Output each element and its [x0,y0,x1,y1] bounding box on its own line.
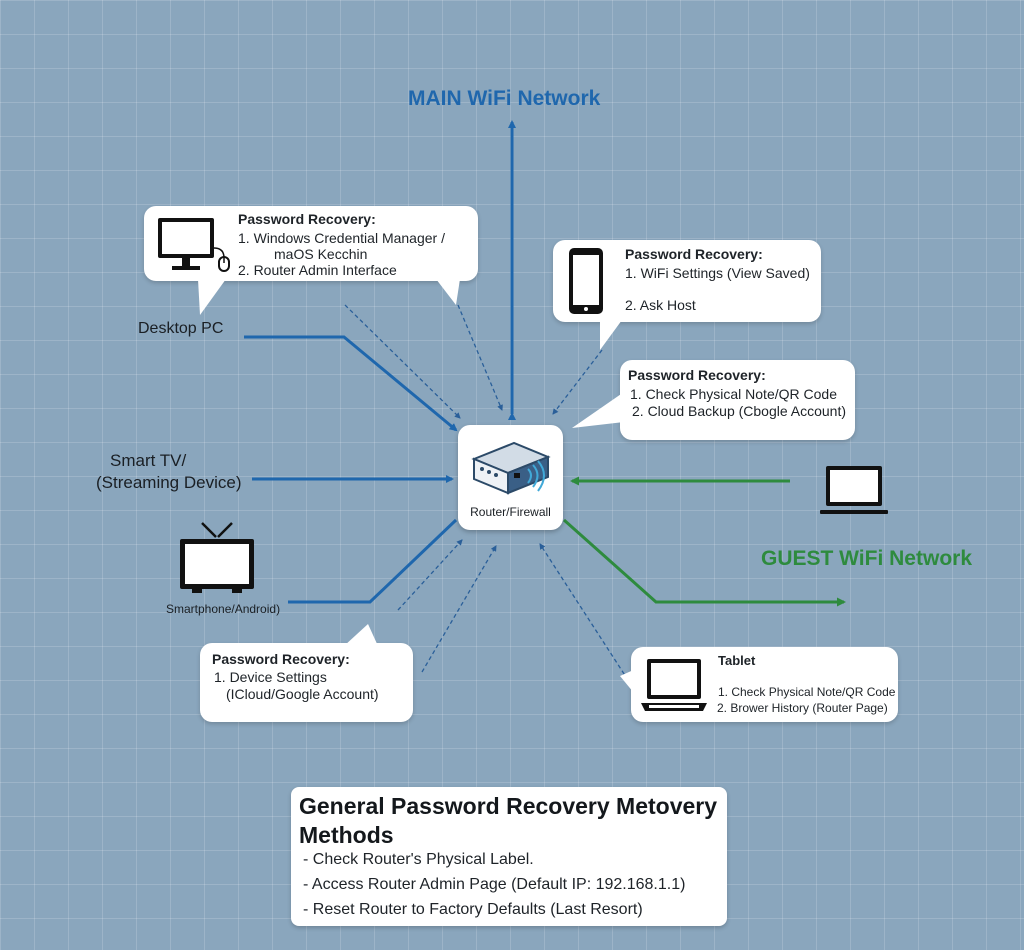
device-recovery-item-2: (ICloud/Google Account) [226,686,379,702]
general-method-3: - Reset Router to Factory Defaults (Last… [303,901,643,918]
cloud-recovery-item-2: 2. Cloud Backup (Cbogle Account) [632,403,847,419]
tablet-bubble-tail [620,668,638,698]
router-box: Router/Firewall [458,425,563,530]
phone-bubble-tail [600,320,622,350]
main-network-title: MAIN WiFi Network [408,87,601,110]
tablet-recovery-item-2: 2. Brower History (Router Page) [717,701,888,715]
smart-tv-label-line1: Smart TV/ [110,451,187,470]
general-method-2: - Access Router Admin Page (Default IP: … [303,876,686,893]
desktop-pc-label: Desktop PC [138,320,224,337]
general-methods-box: General Password Recovery Metovery Metho… [291,787,727,926]
device-recovery-title: Password Recovery: [212,651,350,667]
tablet-laptop-icon [641,659,707,711]
tablet-recovery-title: Tablet [718,653,756,668]
cloud-bubble-tail [572,392,624,428]
device-bubble-tail [344,624,378,646]
television-icon [180,522,254,593]
device-recovery-item-1: 1. Device Settings [214,669,327,685]
tablet-recovery-item-1: 1. Check Physical Note/QR Code [718,685,896,699]
dashed-tablet [539,543,629,681]
smartphone-icon [569,248,603,314]
guest-network-title: GUEST WiFi Network [761,547,972,570]
tablet-recovery-bubble: Tablet 1. Check Physical Note/QR Code 2.… [631,647,898,722]
dashed-device-2 [421,545,497,673]
tv-link [288,518,458,604]
dashed-desktop-1 [344,304,461,419]
desktop-recovery-bubble: Password Recovery: 1. Windows Credential… [144,206,478,281]
desktop-recovery-item-1: 1. Windows Credential Manager / [238,230,445,246]
desktop-recovery-title: Password Recovery: [238,211,376,227]
desktop-recovery-item-2: maOS Kecchin [274,246,368,262]
general-method-1: - Check Router's Physical Label. [303,851,534,868]
dashed-desktop-2 [457,304,503,411]
desktop-bubble-tail [198,279,226,315]
phone-recovery-item-2: 2. Ask Host [625,297,696,313]
phone-recovery-title: Password Recovery: [625,246,763,262]
general-methods-title: General Password Recovery Metovery Metho… [299,793,718,848]
laptop-icon [820,466,888,514]
device-recovery-bubble: Password Recovery: 1. Device Settings (I… [200,643,413,722]
router-label: Router/Firewall [470,505,551,519]
router-icon [471,441,551,495]
cloud-recovery-title: Password Recovery: [628,367,766,383]
desktop-bubble-tail-right [436,279,460,305]
desktop-recovery-item-3: 2. Router Admin Interface [238,262,397,278]
desktop-monitor-icon [158,218,230,272]
dashed-device-1 [397,539,463,611]
smartphone-android-label: Smartphone/Android) [166,602,281,616]
phone-recovery-item-1: 1. WiFi Settings (View Saved) [625,265,810,281]
smart-tv-label-line2: (Streaming Device) [96,473,242,492]
cloud-recovery-bubble: Password Recovery: 1. Check Physical Not… [620,360,855,440]
desktop-link [244,335,458,432]
guest-network-link [563,518,846,607]
phone-recovery-bubble: Password Recovery: 1. WiFi Settings (Vie… [553,240,821,322]
cloud-recovery-item-1: 1. Check Physical Note/QR Code [630,386,837,402]
